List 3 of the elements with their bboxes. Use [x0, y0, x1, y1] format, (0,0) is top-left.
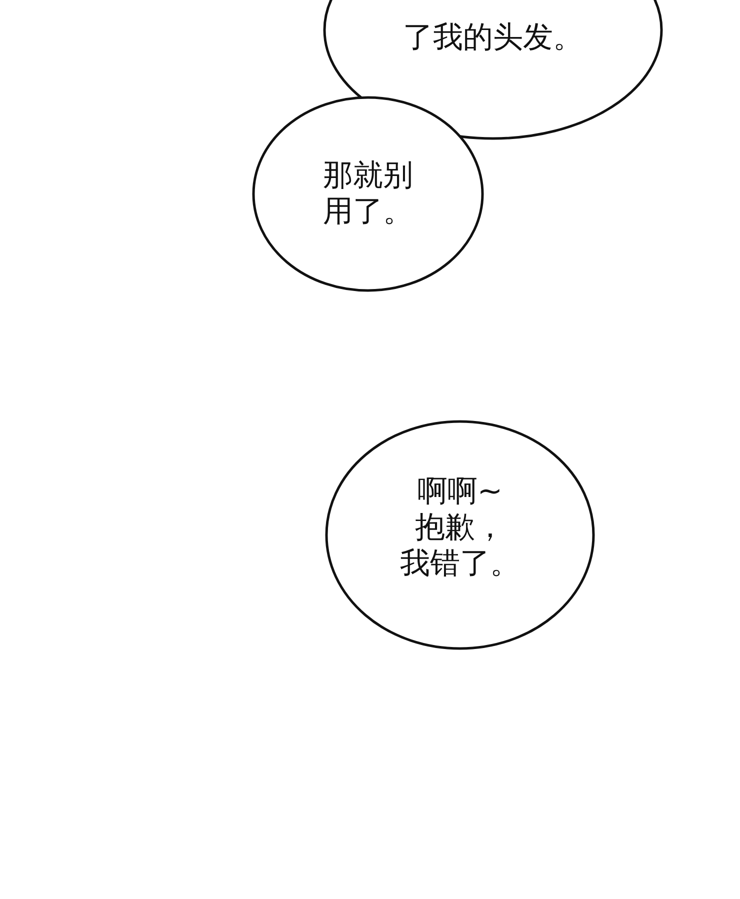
- dialogue-text: 啊啊~抱歉，我错了。: [399, 474, 521, 582]
- dialogue-text: 了我的头发。: [402, 20, 584, 56]
- dialogue-text: 那就别用了。: [322, 158, 414, 230]
